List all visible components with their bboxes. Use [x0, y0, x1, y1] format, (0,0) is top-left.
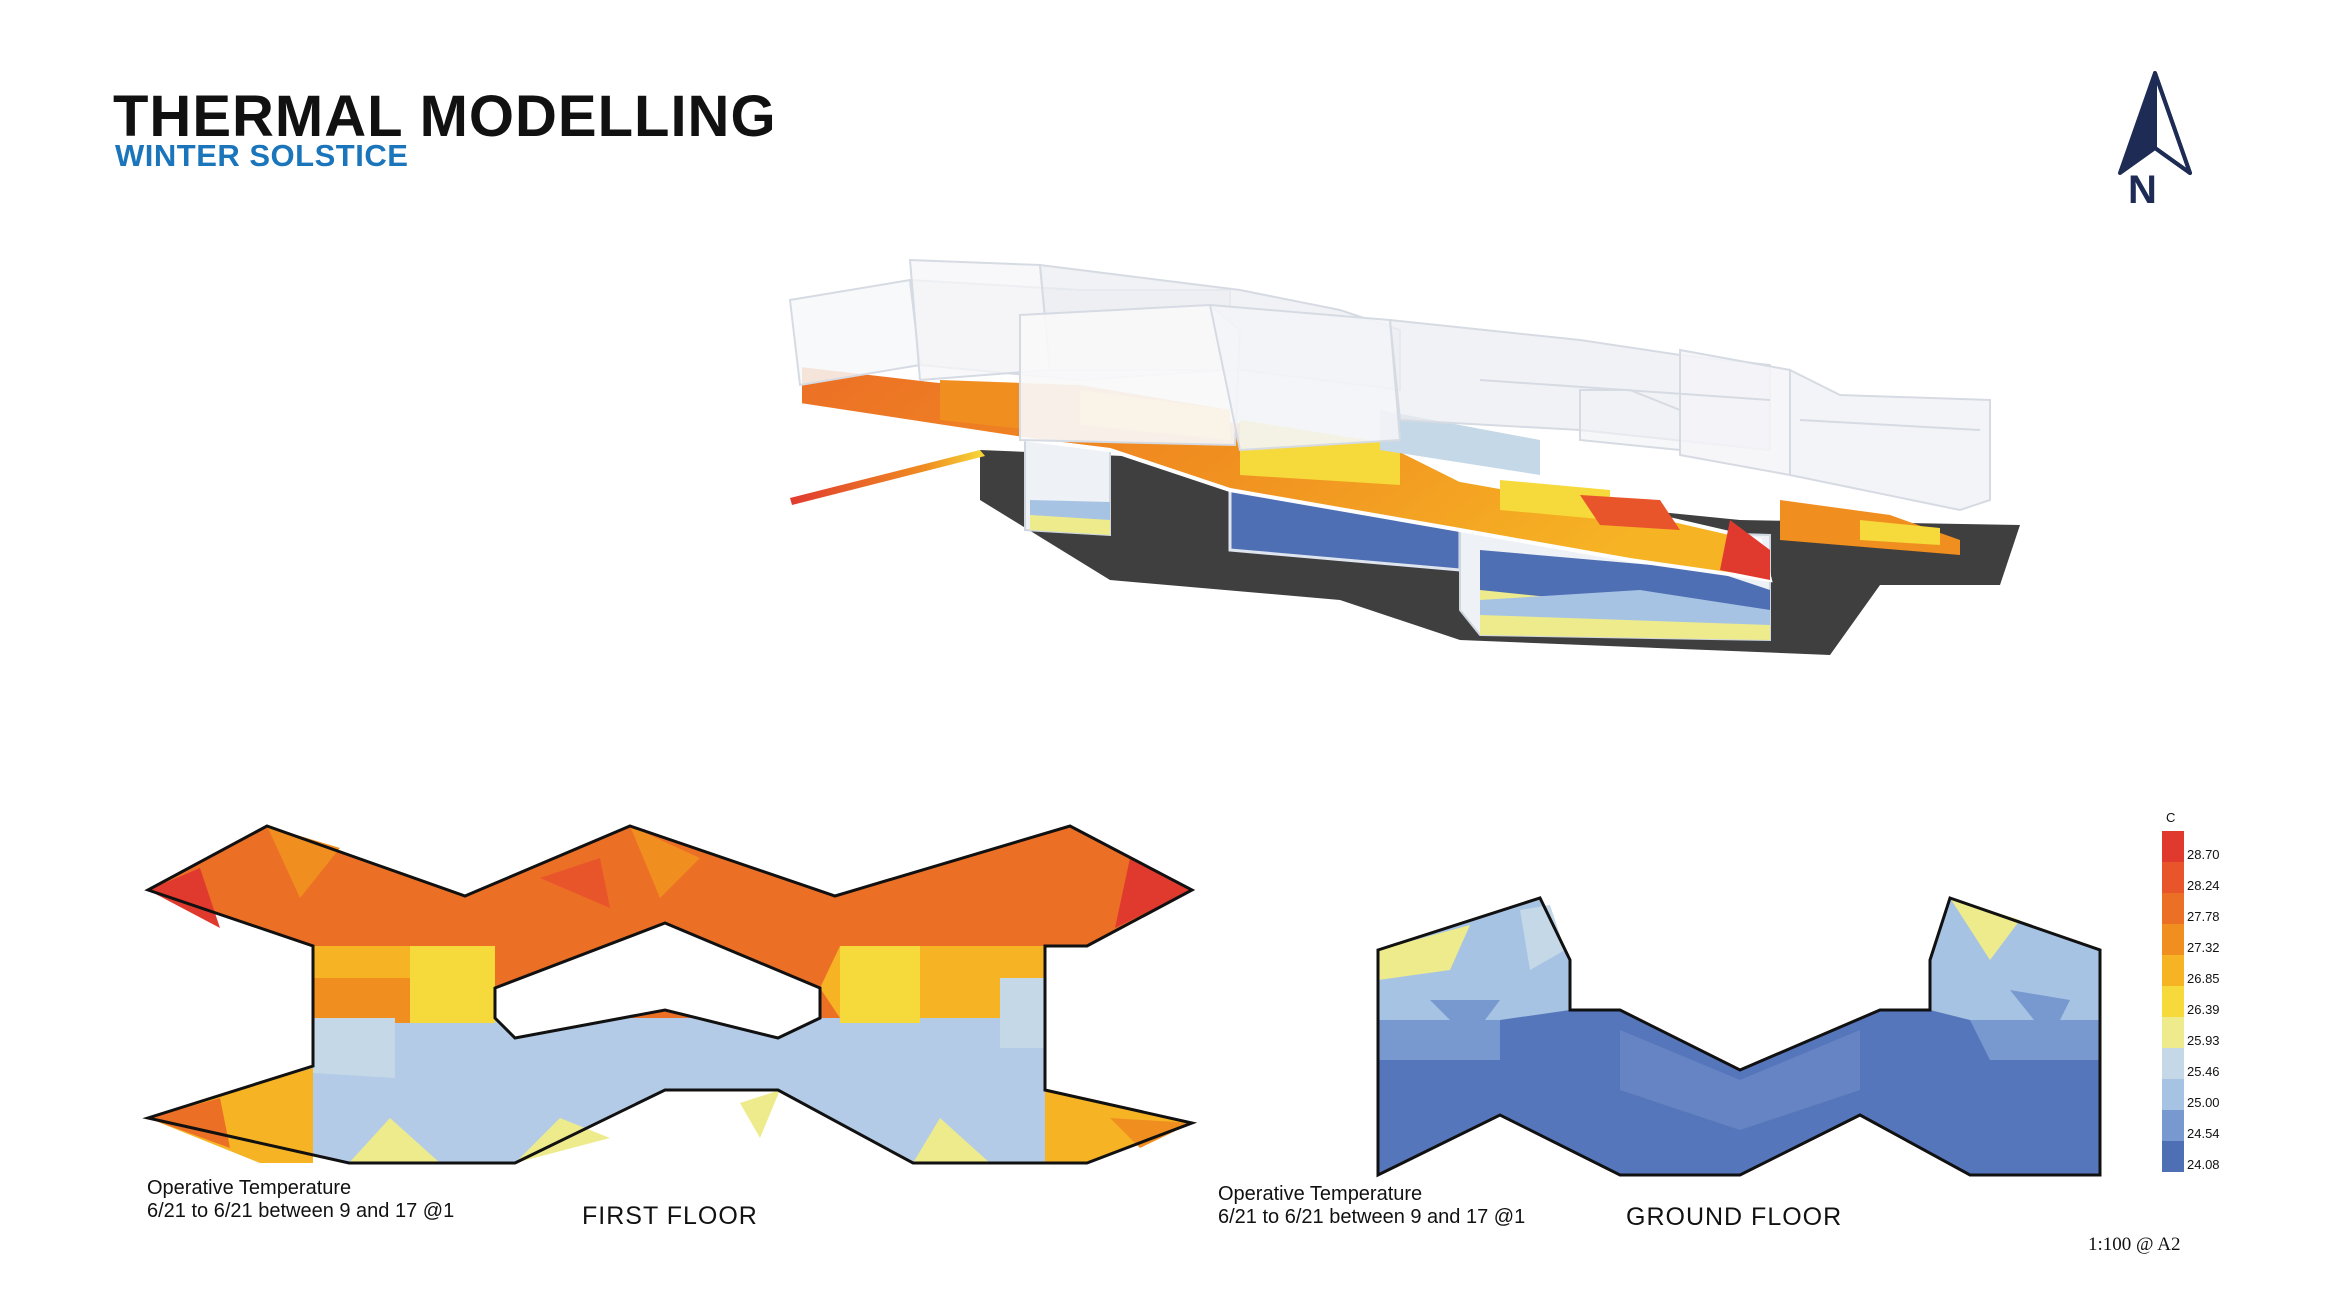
- legend-swatch: [2162, 862, 2184, 893]
- legend-swatch: [2162, 893, 2184, 924]
- legend-value: 25.93: [2187, 1033, 2220, 1048]
- legend-value: 25.00: [2187, 1095, 2220, 1110]
- legend-value: 26.85: [2187, 971, 2220, 986]
- page-title: THERMAL MODELLING: [113, 84, 777, 149]
- legend-value: 24.54: [2187, 1126, 2220, 1141]
- legend-swatch: [2162, 924, 2184, 955]
- first-floor-label: FIRST FLOOR: [582, 1202, 758, 1230]
- legend-swatch: [2162, 986, 2184, 1017]
- legend-value: 27.78: [2187, 909, 2220, 924]
- legend-swatch: [2162, 1110, 2184, 1141]
- legend-swatch: [2162, 1017, 2184, 1048]
- temperature-legend: [2162, 831, 2184, 1172]
- legend-value: 25.46: [2187, 1064, 2220, 1079]
- legend-unit: C: [2166, 810, 2176, 825]
- legend-value: 27.32: [2187, 940, 2220, 955]
- north-arrow-icon: [2118, 71, 2192, 175]
- axonometric-thermal-model: [788, 258, 2020, 655]
- first-floor-plan: [142, 824, 1198, 1165]
- legend-swatch: [2162, 1048, 2184, 1079]
- legend-value: 28.70: [2187, 847, 2220, 862]
- scale-note: 1:100 @ A2: [2088, 1234, 2181, 1255]
- ground-floor-label: GROUND FLOOR: [1626, 1203, 1843, 1231]
- legend-swatch: [2162, 1079, 2184, 1110]
- legend-value: 28.24: [2187, 878, 2220, 893]
- legend-swatch: [2162, 831, 2184, 862]
- north-letter: N: [2128, 168, 2157, 212]
- legend-value: 26.39: [2187, 1002, 2220, 1017]
- legend-swatch: [2162, 1141, 2184, 1172]
- page-subtitle: WINTER SOLSTICE: [115, 138, 409, 173]
- ground-floor-plan: [1376, 896, 2102, 1178]
- first-floor-caption: Operative Temperature 6/21 to 6/21 betwe…: [147, 1177, 455, 1222]
- legend-value: 24.08: [2187, 1157, 2220, 1172]
- legend-swatch: [2162, 955, 2184, 986]
- ground-floor-caption: Operative Temperature 6/21 to 6/21 betwe…: [1218, 1183, 1526, 1228]
